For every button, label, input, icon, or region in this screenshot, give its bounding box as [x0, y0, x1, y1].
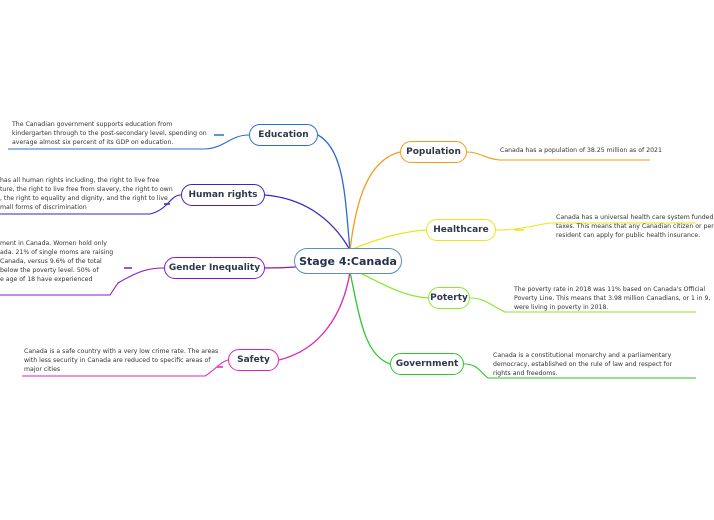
central-topic-label: Stage 4:Canada [299, 254, 397, 268]
note-line: major cities [24, 366, 61, 373]
note-link-poverty [469, 297, 696, 313]
note-line: ment in Canada. Women hold only [0, 240, 107, 247]
note-line: ada. 21% of single moms are raising [0, 249, 114, 256]
note-line: mall forms of discrimination [0, 204, 87, 211]
topic-gender-inequality[interactable]: Gender Inequality [164, 257, 265, 279]
note-line: Canada, versus 9.6% of the total [0, 258, 102, 265]
topic-government-label: Government [395, 359, 459, 369]
central-topic[interactable]: Stage 4:Canada [294, 248, 402, 274]
branch-safety [278, 271, 351, 361]
note-link-healthcare [495, 222, 696, 231]
note-link-population [466, 151, 650, 161]
topic-human-rights[interactable]: Human rights [181, 184, 265, 206]
note-line: rights and freedoms. [493, 370, 558, 377]
note-link-gender-inequality [0, 267, 165, 296]
topic-education[interactable]: Education [249, 124, 318, 146]
note-line: with less security in Canada are reduced… [24, 357, 211, 364]
topic-population[interactable]: Population [400, 141, 467, 163]
branch-education [317, 134, 351, 251]
topic-education-label: Education [258, 130, 309, 140]
topic-poverty-label: Poterty [430, 293, 468, 303]
topic-safety-label: Safety [237, 355, 270, 365]
note-education: The Canadian government supports educati… [12, 120, 212, 147]
note-line: kindergarten through to the post-seconda… [12, 130, 207, 137]
note-line: Poverty Line. This means that 3.98 milli… [514, 295, 711, 302]
note-link-safety [22, 359, 229, 377]
note-line: Canada is a constitutional monarchy and … [493, 352, 672, 359]
note-line: The poverty rate in 2018 was 11% based o… [514, 286, 706, 293]
branch-population [349, 151, 401, 251]
note-line: ture, the right to live free from slaver… [0, 186, 173, 193]
note-population: Canada has a population of 38.25 million… [500, 146, 670, 155]
note-line: Canada is a safe country with a very low… [24, 348, 219, 355]
topic-population-label: Population [406, 147, 461, 157]
topic-healthcare-label: Healthcare [433, 225, 489, 235]
topic-gender-inequality-label: Gender Inequality [168, 263, 261, 273]
note-line: , the right to equality and dignity, and… [0, 195, 168, 202]
topic-government[interactable]: Government [390, 353, 464, 375]
note-line: Canada has a universal health care syste… [556, 214, 714, 221]
note-line: The Canadian government supports educati… [12, 121, 173, 128]
note-poverty: The poverty rate in 2018 was 11% based o… [514, 285, 711, 312]
note-line: democracy, established on the rule of la… [493, 361, 673, 368]
note-human-rights: has all human rights including, the righ… [0, 176, 173, 212]
note-link-education [8, 134, 250, 150]
note-gender-inequality: ment in Canada. Women hold only ada. 21% … [0, 239, 114, 284]
note-line: below the poverty level. 50% of [0, 267, 99, 274]
branch-healthcare [349, 229, 427, 251]
branch-government [349, 271, 391, 365]
note-line: has all human rights including, the righ… [0, 177, 160, 184]
note-safety: Canada is a safe country with a very low… [24, 347, 224, 374]
note-government: Canada is a constitutional monarchy and … [493, 351, 679, 378]
branch-human-rights [264, 194, 351, 251]
note-line: average almost six percent of its GDP on… [12, 139, 174, 146]
note-line: taxes. This means that any Canadian citi… [556, 223, 714, 230]
topic-healthcare[interactable]: Healthcare [426, 219, 496, 241]
topic-safety[interactable]: Safety [228, 349, 279, 371]
note-line: Canada has a population of 38.25 million… [500, 147, 662, 154]
note-line: were living in poverty in 2018. [514, 304, 609, 311]
note-healthcare: Canada has a universal health care syste… [556, 213, 714, 240]
note-line: e age of 18 have experienced [0, 276, 93, 283]
note-link-government [463, 363, 696, 379]
mindmap-connectors [0, 134, 696, 379]
note-line: resident can apply for public health ins… [556, 232, 701, 239]
topic-human-rights-label: Human rights [188, 190, 258, 200]
topic-poverty[interactable]: Poterty [428, 287, 470, 309]
